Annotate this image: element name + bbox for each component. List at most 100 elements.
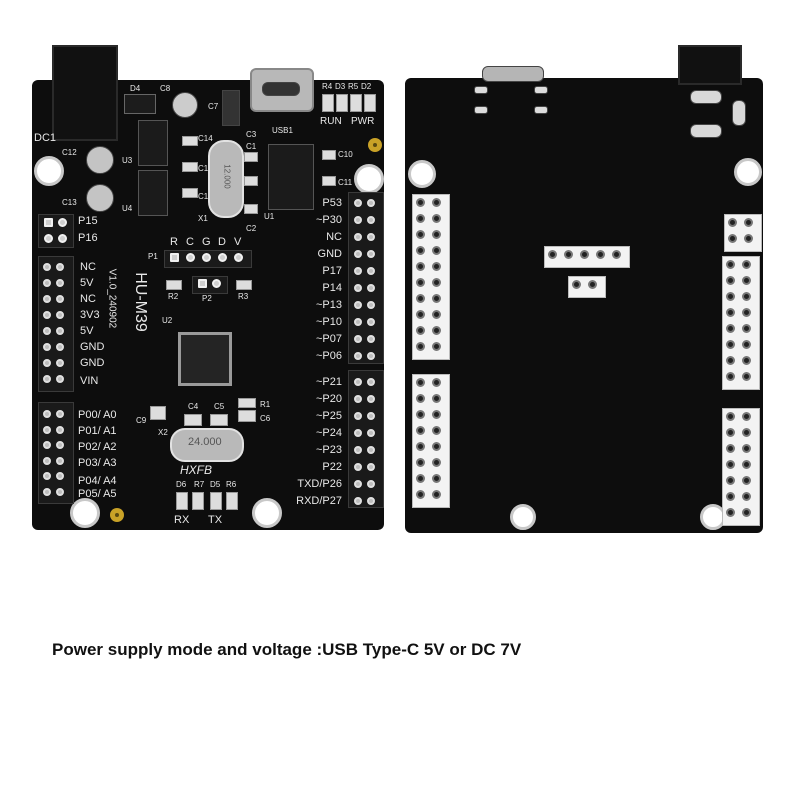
- power-header-pin: [56, 343, 64, 351]
- digital-header-bottom-pin: [354, 497, 362, 505]
- board-version: V1.0_240902: [106, 268, 118, 329]
- usb-c-port: [262, 82, 300, 96]
- power-header-pin: [56, 311, 64, 319]
- power-header-pin: [43, 263, 51, 271]
- power-header-pin: [56, 295, 64, 303]
- front-board: DC1 USB1 D4 C8 C7 R4 D3 R5 D2 RUN PWR C1…: [32, 45, 384, 530]
- u1-label: U1: [264, 212, 275, 221]
- resistor-r7: [192, 492, 204, 510]
- r2-label: R2: [168, 292, 179, 301]
- back-header-left-bottom-hole: [416, 458, 425, 467]
- analog-header-pin: [43, 441, 51, 449]
- digital-header-top-pin: [367, 284, 375, 292]
- back-mount-hole-top-left: [408, 160, 436, 188]
- resistor-r2: [166, 280, 182, 290]
- r3-label: R3: [238, 292, 249, 301]
- digital-header-top-pin: [367, 199, 375, 207]
- digital-pin-p22: P22: [322, 461, 342, 473]
- back-dc-pad-2: [690, 124, 722, 138]
- dc-jack: [52, 45, 118, 141]
- digital-header-top-pin: [354, 335, 362, 343]
- back-dc-pad-3: [732, 100, 746, 126]
- back-header-left-top-hole: [416, 246, 425, 255]
- digital-pin-p30: ~P30: [316, 214, 342, 226]
- digital-header-bottom-pin: [367, 429, 375, 437]
- power-header-pin: [56, 279, 64, 287]
- p1-label: P1: [148, 252, 158, 261]
- d3-label: D3: [335, 82, 346, 91]
- back-header-right-bottom-hole: [726, 508, 735, 517]
- back-header-left-top-hole: [432, 198, 441, 207]
- back-debug-header-hole: [596, 250, 605, 259]
- back-debug-header-hole: [612, 250, 621, 259]
- back-mount-hole-bottom-right: [700, 504, 726, 530]
- c13-label: C13: [62, 198, 77, 207]
- back-header-left-bottom-hole: [416, 490, 425, 499]
- maker-mark: HXFB: [180, 463, 213, 477]
- c4-label: C4: [188, 402, 199, 411]
- digital-header-top-pin: [354, 301, 362, 309]
- back-header-right-small-hole: [744, 218, 753, 227]
- back-header-left-top-hole: [416, 294, 425, 303]
- tx-label: TX: [208, 514, 223, 526]
- analog-header-pin: [56, 410, 64, 418]
- back-header-right-bottom-hole: [742, 412, 751, 421]
- analog-header-pin: [56, 487, 64, 496]
- back-header-left-top-hole: [416, 310, 425, 319]
- power-pin-vin: VIN: [80, 375, 99, 387]
- power-pin-5v-1: 5V: [80, 277, 94, 289]
- mount-hole-bottom-left: [70, 498, 100, 528]
- c6-label: C6: [260, 414, 271, 423]
- back-header-left-top-hole: [416, 278, 425, 287]
- x2-label: X2: [158, 428, 168, 437]
- back-header-right-top-hole: [742, 260, 751, 269]
- analog-header-pin: [43, 487, 51, 496]
- capacitor-c3: [244, 152, 258, 162]
- back-header-left-top-hole: [432, 262, 441, 271]
- pwr-label: PWR: [351, 116, 375, 127]
- back-header-right-top-hole: [742, 340, 751, 349]
- c7-label: C7: [208, 102, 219, 111]
- power-pin-nc-1: NC: [80, 261, 96, 273]
- r5-label: R5: [348, 82, 359, 91]
- digital-header-bottom-pin: [354, 395, 362, 403]
- back-header-left-top-hole: [416, 198, 425, 207]
- back-header-right-top-hole: [726, 340, 735, 349]
- p1-pin-c: C: [186, 236, 194, 248]
- analog-header-pin: [43, 472, 51, 480]
- crystal-x1: [208, 140, 244, 218]
- capacitor-c6: [238, 410, 256, 422]
- debug-pad-r: [170, 253, 179, 262]
- mcu-u2: [178, 332, 232, 386]
- digital-header-top-pin: [367, 318, 375, 326]
- back-header-right-top-hole: [726, 356, 735, 365]
- analog-pin-a2: P02/ A2: [78, 441, 117, 453]
- digital-header-top-pin: [354, 216, 362, 224]
- digital-pin-p25: ~P25: [316, 410, 342, 422]
- c16-label: C16: [198, 192, 213, 201]
- digital-header-top-pin: [367, 267, 375, 275]
- back-header-right-bottom-hole: [742, 444, 751, 453]
- capacitor-c14: [182, 136, 198, 146]
- digital-header-bottom-pin: [367, 378, 375, 386]
- power-header-pin: [43, 295, 51, 303]
- back-header-right-top-hole: [742, 292, 751, 301]
- digital-header-bottom-pin: [354, 480, 362, 488]
- back-header-right-bottom-hole: [742, 476, 751, 485]
- debug-pad-c: [186, 253, 195, 262]
- digital-header-top-pin: [367, 335, 375, 343]
- back-header-right-bottom-hole: [726, 428, 735, 437]
- back-header-right-top-hole: [742, 356, 751, 365]
- back-header-left-bottom-hole: [416, 394, 425, 403]
- capacitor-c13: [86, 184, 114, 212]
- r6-label: R6: [226, 480, 237, 489]
- power-header-pin: [43, 375, 51, 383]
- power-pin-3v3: 3V3: [80, 309, 100, 321]
- capacitor-c2: [244, 204, 258, 214]
- analog-header-pin: [43, 410, 51, 418]
- digital-header-top-pin: [354, 233, 362, 241]
- power-pin-nc-2: NC: [80, 293, 96, 305]
- analog-header-pin: [56, 441, 64, 449]
- back-header-left-bottom-hole: [432, 490, 441, 499]
- digital-header-top-pin: [367, 352, 375, 360]
